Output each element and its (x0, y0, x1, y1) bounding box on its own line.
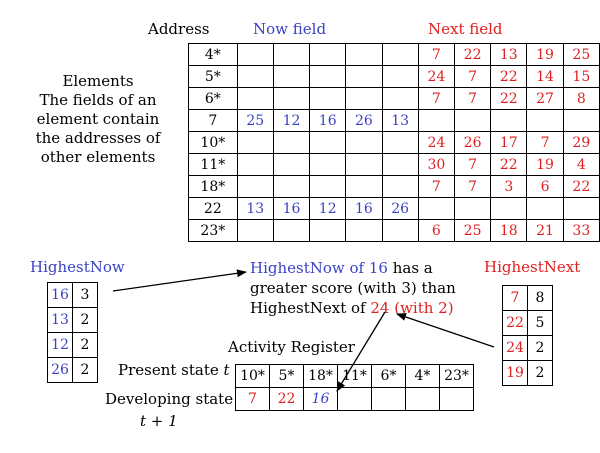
now-field-cell: 25 (236, 109, 274, 132)
highest-next-score: 2 (527, 335, 553, 361)
elements-note: Elements The fields of an element contai… (12, 72, 184, 167)
next-field-cell: 30 (417, 153, 455, 176)
highest-next-title: HighestNext (484, 258, 581, 276)
present-state-row: 10*5*18*11*6*4*23* (235, 364, 474, 388)
elements-note-line: element contain (36, 110, 160, 128)
comparison-highest-now: HighestNow of 16 (250, 259, 388, 277)
developing-state-cell (439, 387, 474, 411)
highest-now-title: HighestNow (30, 258, 125, 276)
next-field-header: Next field (428, 20, 503, 38)
developing-state-var: t + 1 (140, 412, 178, 430)
present-state-cell: 11* (337, 364, 372, 388)
comparison-text: greater score (with 3) than (250, 279, 456, 297)
highest-next-score: 2 (527, 360, 553, 386)
next-field-cell: 19 (526, 43, 564, 66)
now-field-cell: 12 (272, 109, 311, 132)
highest-next-address: 22 (502, 310, 528, 336)
address-header: Address (148, 20, 210, 38)
next-field-cell: 21 (526, 219, 564, 242)
highest-next-score: 5 (527, 310, 553, 336)
highest-now-address: 12 (47, 332, 73, 358)
next-field-cell: 15 (562, 65, 600, 88)
next-field-cell: 22 (490, 153, 528, 176)
highest-next-score: 8 (527, 285, 553, 311)
present-state-var: t (223, 361, 230, 379)
present-state-cell: 23* (439, 364, 474, 388)
now-field-cell: 26 (381, 197, 419, 220)
elements-note-line: other elements (40, 148, 156, 166)
now-field-cell: 16 (309, 109, 347, 132)
developing-state-cell (405, 387, 440, 411)
highest-now-score: 3 (72, 282, 98, 308)
comparison-statement: HighestNow of 16 has a greater score (wi… (250, 258, 456, 318)
next-field-cell: 18 (490, 219, 528, 242)
address-cell: 23* (188, 219, 238, 242)
present-state-cell: 18* (303, 364, 338, 388)
developing-state-cell: 16 (303, 387, 338, 411)
present-state-text: Present state (118, 361, 224, 379)
comparison-text: has a (387, 259, 433, 277)
next-field-cell: 24 (417, 65, 455, 88)
next-field-cell: 22 (453, 43, 492, 66)
arrow-highest-next-to-comparison (396, 313, 495, 348)
comparison-text: HighestNext of (250, 299, 371, 317)
highest-now-score: 2 (72, 332, 98, 358)
activity-register-title: Activity Register (228, 338, 355, 356)
next-field-cell: 25 (562, 43, 600, 66)
developing-state-label: Developing state (105, 390, 234, 408)
highest-now-score: 2 (72, 307, 98, 333)
developing-state-cell: 22 (269, 387, 304, 411)
elements-note-line: Elements (62, 72, 134, 90)
elements-note-line: the addresses of (35, 129, 161, 147)
developing-state-cell: 7 (235, 387, 270, 411)
next-field-cell: 6 (417, 219, 455, 242)
elements-note-line: The fields of an (39, 91, 157, 109)
arrow-highest-now-to-comparison (112, 269, 247, 292)
highest-next-address: 19 (502, 360, 528, 386)
highest-now-score: 2 (72, 357, 98, 383)
present-state-label: Present state t (118, 361, 230, 379)
now-field-header: Now field (253, 20, 327, 38)
next-field-cell: 25 (453, 219, 492, 242)
developing-state-cell (371, 387, 406, 411)
highest-now-address: 26 (47, 357, 73, 383)
highest-next-address: 24 (502, 335, 528, 361)
comparison-highest-next: 24 (with 2) (370, 299, 454, 317)
now-field-cell: 13 (236, 197, 274, 220)
present-state-cell: 5* (269, 364, 304, 388)
arrow-comparison-to-register (336, 311, 386, 392)
next-field-cell: 13 (490, 43, 528, 66)
address-cell: 5* (188, 65, 238, 88)
next-field-cell: 33 (562, 219, 600, 242)
